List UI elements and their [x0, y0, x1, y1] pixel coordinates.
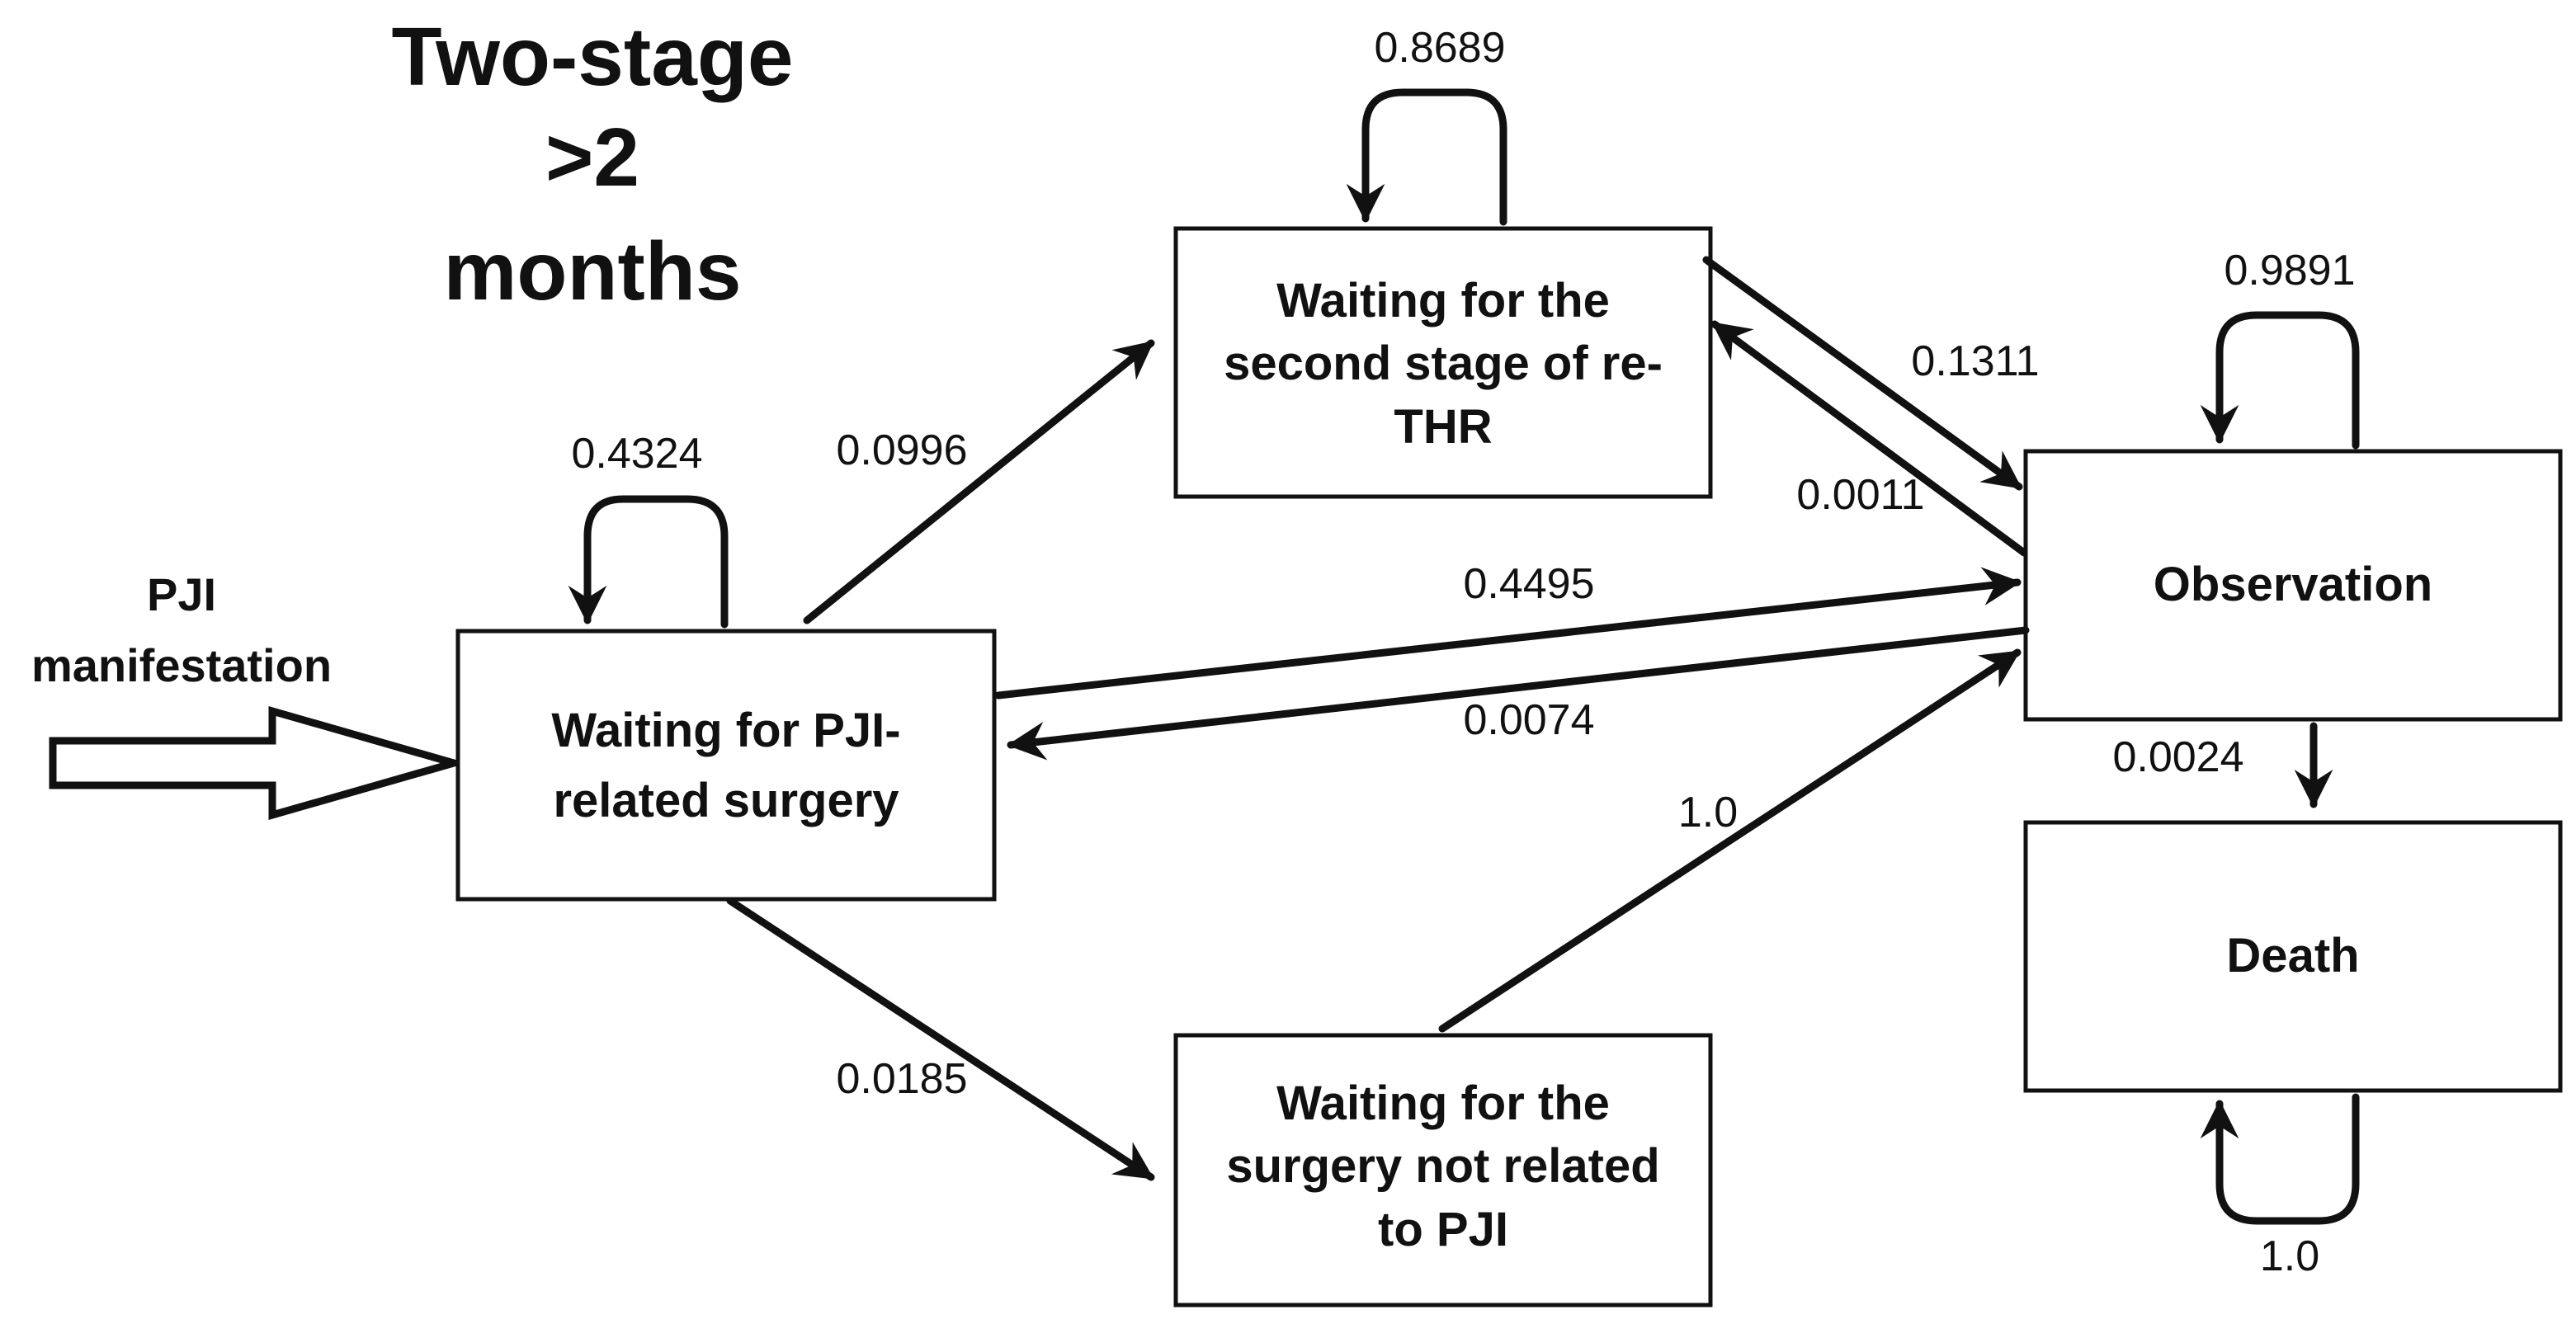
- state-box: [2023, 449, 2563, 722]
- edge-second-self-loop: [1346, 88, 1507, 226]
- state-death: Death: [2023, 820, 2563, 1093]
- state-box: [1173, 226, 1713, 499]
- edge-observation-self-loop: [2200, 311, 2360, 450]
- prob-observation-to-death: 0.0024: [2112, 733, 2243, 781]
- state-label: Death: [2226, 929, 2359, 982]
- edge-pji-to-observation: [994, 567, 2022, 700]
- title-line-2: >2: [545, 111, 639, 204]
- edge-observation-to-pji: [1007, 626, 2030, 761]
- edge-pji-to-other: [726, 897, 1155, 1181]
- prob-pji-to-observation: 0.4495: [1463, 560, 1594, 608]
- edge-observation-to-second: [1710, 320, 2028, 557]
- state-label-line-1: Waiting for the: [1276, 1077, 1610, 1130]
- state-label-line-1: Waiting for PJI-: [551, 704, 900, 757]
- transitions: [568, 88, 2360, 1225]
- state-box: [2023, 820, 2563, 1093]
- prob-observation-to-second: 0.0011: [1796, 471, 1924, 519]
- state-label-line-3: THR: [1394, 400, 1492, 454]
- prob-pji-to-other: 0.0185: [836, 1055, 967, 1103]
- prob-second-self: 0.8689: [1374, 24, 1505, 72]
- edge-death-self-loop: [2200, 1093, 2360, 1225]
- edge-pji-self-loop: [568, 495, 729, 629]
- entry-point: PJI manifestation: [31, 568, 468, 820]
- prob-other-to-observation: 1.0: [1678, 789, 1738, 836]
- state-label-line-2: second stage of re-: [1224, 337, 1663, 390]
- prob-pji-self: 0.4324: [571, 430, 702, 478]
- entry-label-line-1: PJI: [147, 568, 216, 620]
- transition-probabilities: 0.4324 0.0996 0.4495 0.0074 0.0185 0.868…: [571, 24, 2355, 1280]
- edge-pji-to-second: [803, 339, 1155, 624]
- state-label-line-2: related surgery: [553, 774, 899, 827]
- prob-death-self: 1.0: [2260, 1232, 2319, 1280]
- prob-observation-to-pji: 0.0074: [1463, 696, 1594, 744]
- state-waiting-second-stage: Waiting for the second stage of re- THR: [1173, 226, 1713, 499]
- state-observation: Observation: [2023, 449, 2563, 722]
- state-box: [1173, 1033, 1713, 1308]
- diagram-title: Two-stage >2 months: [391, 11, 793, 318]
- title-line-3: months: [443, 225, 741, 318]
- state-box: [455, 629, 997, 902]
- edge-other-to-observation: [1438, 648, 2022, 1033]
- state-waiting-surgery-not-pji: Waiting for the surgery not related to P…: [1173, 1033, 1713, 1308]
- state-label-line-2: surgery not related: [1226, 1139, 1659, 1193]
- entry-label-line-2: manifestation: [31, 639, 332, 691]
- prob-observation-self: 0.9891: [2224, 247, 2355, 294]
- prob-pji-to-second: 0.0996: [836, 426, 967, 474]
- edge-second-to-observation: [1702, 256, 2023, 491]
- state-label-line-1: Waiting for the: [1276, 274, 1610, 327]
- title-line-1: Two-stage: [391, 11, 793, 103]
- state-label: Observation: [2154, 558, 2432, 611]
- state-label-line-3: to PJI: [1378, 1203, 1508, 1256]
- state-waiting-pji-surgery: Waiting for PJI- related surgery: [455, 629, 997, 902]
- prob-second-to-observation: 0.1311: [1911, 337, 2039, 385]
- entry-arrow: [49, 706, 468, 820]
